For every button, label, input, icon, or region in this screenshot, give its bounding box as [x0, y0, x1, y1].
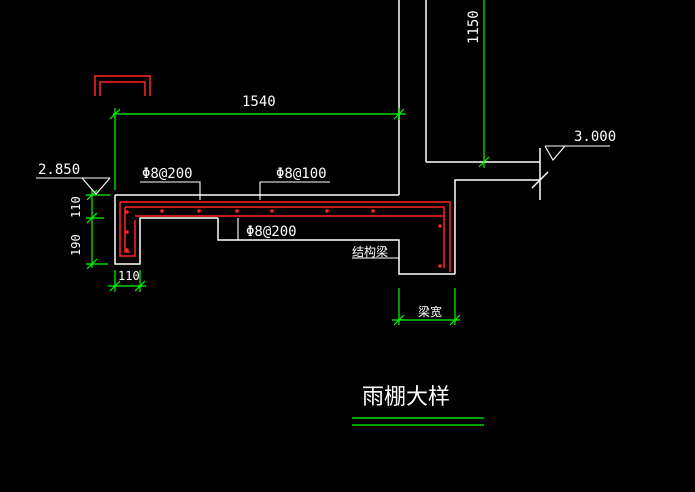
- dimension-top-length: 1540: [242, 94, 276, 110]
- beam-width-110-label: 110: [118, 269, 140, 283]
- dimension-upper-height: 1150: [466, 10, 482, 44]
- rebar-top-right: Φ8@100: [276, 166, 327, 182]
- rebar-dots: [125, 209, 442, 268]
- dimension-lines: [86, 0, 490, 426]
- level-right: 3.000: [574, 129, 616, 145]
- level-left: 2.850: [38, 162, 80, 178]
- beam-width-label: 梁宽: [418, 304, 442, 319]
- rebar-bottom: Φ8@200: [246, 224, 297, 240]
- slab-thickness-label: 110: [69, 196, 83, 218]
- rebar-top-left: Φ8@200: [142, 166, 193, 182]
- structure-outline: [114, 0, 549, 275]
- leaders: [36, 145, 610, 262]
- drawing-title: 雨棚大样: [362, 385, 450, 410]
- rebar-lines: [94, 75, 451, 272]
- structural-beam-label: 结构梁: [352, 244, 388, 259]
- beam-lower-label: 190: [69, 234, 83, 256]
